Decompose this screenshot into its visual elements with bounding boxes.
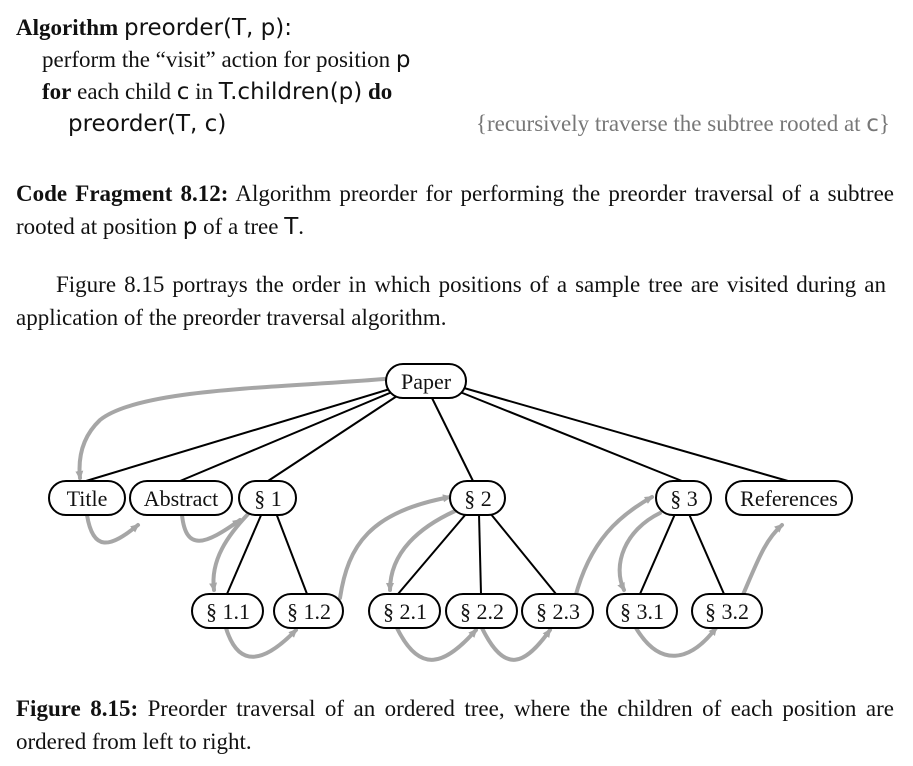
node-label-s1-2: § 1.2 (287, 599, 331, 624)
figure-caption-text: Preorder traversal of an ordered tree, w… (16, 696, 894, 754)
body-paragraph: Figure 8.15 portrays the order in which … (16, 272, 886, 330)
node-s3-2 (691, 593, 763, 629)
traversal-arrow (740, 523, 784, 599)
traversal-arrow (395, 626, 478, 662)
node-label-s3-2: § 3.2 (705, 599, 749, 624)
node-label-references: References (740, 486, 838, 511)
node-s2 (449, 480, 506, 516)
node-label-s1-1: § 1.1 (206, 599, 250, 624)
traversal-arrow (634, 626, 718, 658)
node-label-s2-1: § 2.1 (383, 599, 427, 624)
node-label-title: Title (67, 486, 108, 511)
edge-paper-s3 (459, 391, 683, 482)
node-s2-1 (368, 593, 441, 629)
edge-s2-s2-3 (489, 512, 557, 595)
edge-paper-title (85, 388, 391, 482)
edge-s3-s3-1 (639, 513, 676, 595)
node-s3-1 (606, 593, 678, 629)
algorithm-header: Algorithm preorder(T, p): (16, 12, 896, 44)
edge-s1-s1-2 (275, 512, 308, 595)
edge-paper-s2 (431, 397, 474, 482)
in-text: in (189, 79, 219, 104)
traversal-arrow (75, 377, 386, 480)
node-label-abstract: Abstract (144, 486, 219, 511)
code-caption-var-p: p (182, 214, 198, 240)
edge-s2-s2-2 (478, 513, 482, 595)
traversal-arrow (573, 495, 654, 600)
traversal-arrows (75, 377, 784, 662)
comment-text: {recursively traverse the subtree rooted… (475, 111, 867, 136)
comment-close: } (878, 111, 890, 136)
tree-nodes (48, 363, 853, 629)
node-paper (385, 363, 467, 399)
visit-text: perform the “visit” action for position (42, 47, 396, 72)
algorithm-line-recurse: preorder(T, c) {recursively traverse the… (16, 108, 896, 140)
each-child-text: each child (71, 79, 177, 104)
edge-s3-s3-2 (688, 513, 725, 595)
node-label-s1: § 1 (254, 486, 282, 511)
node-abstract (129, 480, 233, 516)
node-title (48, 480, 126, 516)
node-label-s2-3: § 2.3 (536, 599, 580, 624)
traversal-arrow (180, 513, 242, 543)
comment-var: c (866, 111, 879, 137)
node-s1 (238, 480, 297, 516)
traversal-arrow (480, 626, 552, 662)
algorithm-keyword: Algorithm (16, 15, 119, 40)
node-s2-3 (521, 593, 594, 629)
node-references (725, 480, 853, 516)
node-label-s2-2: § 2.2 (460, 599, 504, 624)
traversal-arrow (338, 494, 452, 600)
traversal-arrow (85, 513, 140, 545)
edge-s1-s1-1 (226, 512, 263, 595)
traversal-arrow (617, 511, 662, 592)
traversal-arrow (386, 509, 457, 592)
algorithm-line-visit: perform the “visit” action for position … (16, 44, 896, 76)
algorithm-block: Algorithm preorder(T, p): perform the “v… (16, 12, 896, 140)
tree-edges (85, 387, 789, 595)
code-caption-var-t: T (284, 214, 299, 240)
child-var: c (176, 79, 190, 105)
traversal-arrow (224, 626, 298, 659)
figure-caption: Figure 8.15: Preorder traversal of an or… (16, 692, 894, 758)
edge-paper-references (463, 387, 789, 482)
children-expr: T.children(p) (218, 79, 363, 105)
preorder-tree-figure: Paper Title Abstract § 1 § 2 § 3 Referen… (48, 363, 853, 662)
recursive-call: preorder(T, c) (68, 111, 227, 137)
do-keyword: do (362, 79, 393, 104)
edge-paper-s1 (267, 395, 398, 482)
node-s3 (655, 480, 712, 516)
node-label-s2: § 2 (464, 486, 492, 511)
node-s1-1 (191, 593, 264, 629)
algorithm-line-for: for each child c in T.children(p) do (16, 76, 896, 108)
traversal-arrow (209, 511, 251, 592)
for-keyword: for (42, 79, 72, 104)
code-caption-label: Code Fragment 8.12: (16, 181, 229, 206)
edge-s2-s2-1 (397, 513, 467, 595)
node-labels: Paper Title Abstract § 1 § 2 § 3 Referen… (67, 369, 838, 624)
figure-caption-label: Figure 8.15: (16, 696, 139, 721)
node-label-paper: Paper (401, 369, 452, 394)
code-caption-text-a: Algorithm preorder for performing the pr… (16, 181, 894, 239)
edge-paper-abstract (179, 391, 393, 482)
node-s2-2 (445, 593, 518, 629)
algorithm-comment: {recursively traverse the subtree rooted… (476, 108, 890, 140)
node-label-s3-1: § 3.1 (620, 599, 664, 624)
node-s1-2 (273, 593, 344, 629)
algorithm-signature: preorder(T, p): (123, 15, 292, 41)
code-caption-text-c: . (298, 214, 304, 239)
visit-var: p (395, 47, 411, 73)
node-label-s3: § 3 (670, 486, 698, 511)
code-fragment-caption: Code Fragment 8.12: Algorithm preorder f… (16, 177, 894, 244)
code-caption-text-b: of a tree (197, 214, 285, 239)
